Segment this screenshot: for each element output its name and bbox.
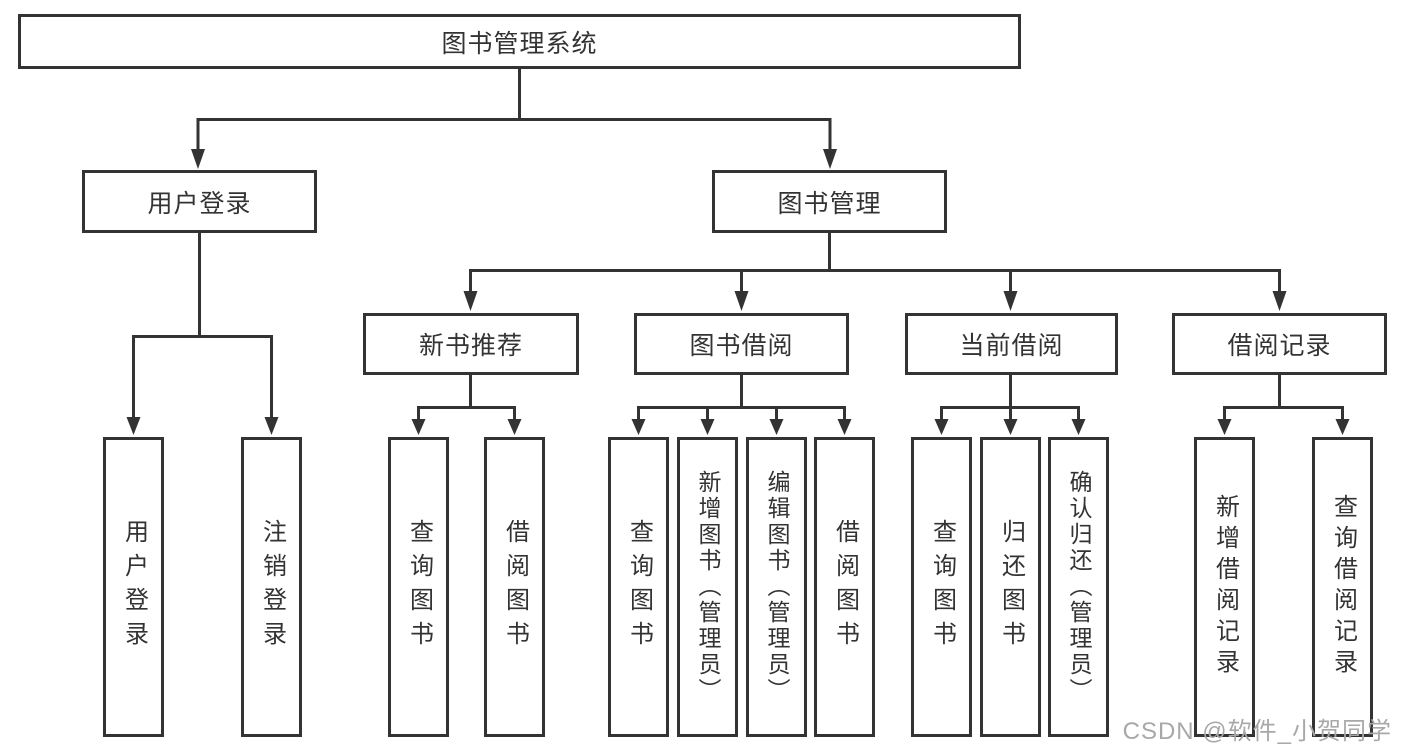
watermark: CSDN @软件_小贺同学 (1122, 718, 1392, 745)
node-label: 图书借阅 (689, 332, 794, 360)
node-new-book-recommend: 新书推荐 (363, 313, 579, 375)
node-label: 当前借阅 (959, 332, 1064, 360)
leaf-logout: 注销登录 (241, 437, 302, 737)
leaf-borrow-books-borrowing: 借阅图书 (814, 437, 875, 737)
leaf-label: 查询图书 (625, 519, 653, 655)
node-label: 图书管理 (777, 189, 882, 218)
node-label: 用户登录 (147, 189, 252, 218)
node-library-management-system: 图书管理系统 (18, 14, 1021, 69)
leaf-label: 注销登录 (258, 519, 286, 655)
leaf-borrow-books-recommend: 借阅图书 (484, 437, 545, 737)
leaf-user-login: 用户登录 (103, 437, 164, 737)
node-book-borrowing: 图书借阅 (634, 313, 849, 375)
leaf-query-books-borrowing: 查询图书 (608, 437, 669, 737)
node-label: 借阅记录 (1227, 332, 1332, 360)
leaf-confirm-return-admin: 确认归还（管理员） (1048, 437, 1109, 737)
node-borrowing-records: 借阅记录 (1172, 313, 1387, 375)
leaf-label: 新增借阅记录 (1211, 494, 1239, 680)
leaf-query-books-current: 查询图书 (911, 437, 972, 737)
leaf-label: 查询图书 (928, 519, 956, 655)
leaf-label: 借阅图书 (501, 519, 529, 655)
node-label: 图书管理系统 (441, 29, 598, 58)
node-book-management: 图书管理 (712, 170, 947, 233)
leaf-return-books: 归还图书 (980, 437, 1041, 737)
leaf-label: 归还图书 (997, 519, 1025, 655)
leaf-label: 借阅图书 (831, 519, 859, 655)
leaf-add-borrow-record: 新增借阅记录 (1194, 437, 1255, 737)
node-current-borrowing: 当前借阅 (905, 313, 1118, 375)
node-user-login: 用户登录 (82, 170, 317, 233)
leaf-label: 查询图书 (405, 519, 433, 655)
leaf-add-book-admin: 新增图书（管理员） (677, 437, 738, 737)
leaf-edit-book-admin: 编辑图书（管理员） (746, 437, 807, 737)
leaf-label: 用户登录 (120, 519, 148, 655)
leaf-label: 查询借阅记录 (1329, 494, 1357, 680)
leaf-label: 新增图书（管理员） (695, 470, 721, 704)
node-label: 新书推荐 (418, 332, 523, 360)
leaf-query-borrow-record: 查询借阅记录 (1312, 437, 1373, 737)
leaf-label: 编辑图书（管理员） (764, 470, 790, 704)
leaf-query-books-recommend: 查询图书 (388, 437, 449, 737)
leaf-label: 确认归还（管理员） (1066, 470, 1092, 704)
